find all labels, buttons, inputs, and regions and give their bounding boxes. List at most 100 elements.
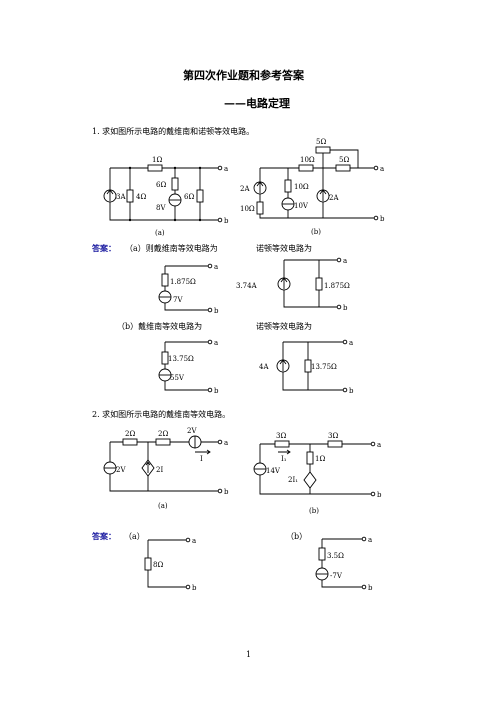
svg-text:5Ω: 5Ω xyxy=(316,138,326,146)
answer-1-label: 答案： xyxy=(92,243,116,253)
svg-text:b: b xyxy=(368,584,373,592)
resistor-3ohm-1 xyxy=(274,440,290,448)
resistor-2ohm-2 xyxy=(155,438,171,446)
q2-figure-b: 3Ω 3Ω I₁ 14V 1Ω 2I₁ a b (b) xyxy=(253,432,382,515)
svg-text:I₁: I₁ xyxy=(281,455,287,463)
svg-text:a: a xyxy=(224,439,228,447)
svg-text:2V: 2V xyxy=(187,427,197,435)
svg-text:3Ω: 3Ω xyxy=(328,432,338,440)
svg-text:10Ω: 10Ω xyxy=(300,156,315,164)
svg-text:10V: 10V xyxy=(294,202,309,210)
svg-text:a: a xyxy=(380,165,384,173)
resistor-2ohm-1 xyxy=(122,438,138,446)
svg-text:2I₁: 2I₁ xyxy=(288,476,298,484)
resistor-4ohm xyxy=(126,189,134,203)
svg-text:6Ω: 6Ω xyxy=(156,181,166,189)
svg-text:10Ω: 10Ω xyxy=(240,205,255,213)
svg-text:b: b xyxy=(380,215,385,223)
answer-1b-thevenin-circuit: 13.75Ω 55V a b xyxy=(158,339,219,395)
dependent-voltage-source-2i1 xyxy=(303,471,317,489)
resistor-13-75ohm xyxy=(304,359,312,373)
answer-1a-thevenin-circuit: 1.875Ω 7V a b xyxy=(158,263,219,315)
svg-text:b: b xyxy=(224,217,229,225)
resistor-3ohm-2 xyxy=(327,440,343,448)
svg-text:a: a xyxy=(343,257,347,265)
page-title: 第四次作业题和参考答案 xyxy=(183,69,304,82)
svg-text:13.75Ω: 13.75Ω xyxy=(311,363,337,371)
resistor-5ohm-top xyxy=(315,146,331,154)
svg-text:5Ω: 5Ω xyxy=(339,156,349,164)
svg-text:2I: 2I xyxy=(156,466,163,474)
svg-text:2Ω: 2Ω xyxy=(158,430,168,438)
q1-figure-b: 5Ω 10Ω 5Ω 2A 10Ω 10Ω 10V 2A a b (b) xyxy=(240,138,385,236)
svg-text:b: b xyxy=(214,387,219,395)
answer-1a-norton-text: 诺顿等效电路为 xyxy=(256,244,312,253)
answer-1b-thevenin-text: （b）戴维南等效电路为 xyxy=(117,322,203,331)
svg-text:14V: 14V xyxy=(266,467,281,475)
svg-text:b: b xyxy=(192,584,197,592)
svg-text:3.74A: 3.74A xyxy=(236,282,258,290)
svg-text:a: a xyxy=(214,339,218,347)
svg-text:I: I xyxy=(200,455,203,463)
svg-text:3Ω: 3Ω xyxy=(276,432,286,440)
svg-text:10Ω: 10Ω xyxy=(294,183,309,191)
svg-text:b: b xyxy=(214,307,219,315)
svg-text:3A: 3A xyxy=(116,193,126,201)
svg-text:2A: 2A xyxy=(329,194,339,202)
svg-text:a: a xyxy=(377,441,381,449)
svg-text:(a): (a) xyxy=(158,502,168,510)
page-number: 1 xyxy=(246,650,252,659)
svg-text:8V: 8V xyxy=(156,204,166,212)
answer-1b-norton-circuit: 4A 13.75Ω a b xyxy=(259,339,354,395)
resistor-10ohm-vert xyxy=(284,179,292,193)
answer-1a-norton-circuit: 3.74A 1.875Ω a b xyxy=(236,257,350,312)
svg-text:1.875Ω: 1.875Ω xyxy=(170,278,196,286)
svg-text:b: b xyxy=(349,387,354,395)
svg-text:b: b xyxy=(377,491,382,499)
svg-text:a: a xyxy=(224,165,228,173)
svg-text:1.875Ω: 1.875Ω xyxy=(324,282,350,290)
svg-text:(b): (b) xyxy=(311,228,321,236)
svg-text:(b): (b) xyxy=(309,507,319,515)
svg-text:1Ω: 1Ω xyxy=(315,455,325,463)
question-1-text: 1. 求如图所示电路的戴维南和诺顿等效电路。 xyxy=(92,127,255,136)
resistor-13-75ohm xyxy=(161,351,169,365)
resistor-1-875ohm xyxy=(161,273,169,287)
resistor-5ohm-mid xyxy=(335,164,351,172)
svg-text:2Ω: 2Ω xyxy=(125,430,135,438)
resistor-6ohm-mid xyxy=(171,177,179,191)
svg-text:a: a xyxy=(368,536,372,544)
resistor-1ohm xyxy=(306,451,314,465)
svg-text:a: a xyxy=(349,339,353,347)
svg-text:b: b xyxy=(343,304,348,312)
answer-2b-label: （b） xyxy=(286,532,308,541)
svg-text:55V: 55V xyxy=(170,374,185,382)
svg-text:a: a xyxy=(214,263,218,271)
svg-text:b: b xyxy=(224,488,229,496)
answer-2a-circuit: 8Ω a b xyxy=(144,537,197,592)
q1-figure-a: 1Ω 3A 4Ω 6Ω 8V 6Ω a b (a) xyxy=(103,156,229,237)
answer-2b-circuit: 3.5Ω -7V a b xyxy=(315,536,373,592)
svg-text:4Ω: 4Ω xyxy=(136,193,146,201)
svg-text:(a): (a) xyxy=(155,229,165,237)
svg-text:7V: 7V xyxy=(173,296,183,304)
svg-text:2V: 2V xyxy=(116,466,126,474)
answer-2-label: 答案： xyxy=(92,531,116,541)
resistor-3-5ohm xyxy=(318,547,326,561)
svg-text:1Ω: 1Ω xyxy=(152,156,162,164)
svg-text:6Ω: 6Ω xyxy=(184,193,194,201)
resistor-10ohm-mid xyxy=(298,164,314,172)
svg-text:2A: 2A xyxy=(240,185,250,193)
svg-text:3.5Ω: 3.5Ω xyxy=(327,552,344,560)
svg-text:-7V: -7V xyxy=(330,572,343,580)
q2-figure-a: 2Ω 2Ω 2V I 2V 2I a b (a) xyxy=(103,427,229,510)
svg-text:8Ω: 8Ω xyxy=(153,561,163,569)
answer-1b-norton-text: 诺顿等效电路为 xyxy=(256,322,312,331)
svg-text:a: a xyxy=(192,537,196,545)
answer-1a-thevenin-text: （a）则戴维南等效电路为 xyxy=(125,244,218,253)
resistor-1-875ohm xyxy=(315,277,323,291)
resistor-8ohm xyxy=(144,557,152,571)
svg-text:13.75Ω: 13.75Ω xyxy=(168,355,194,363)
resistor-10ohm-left xyxy=(256,201,264,215)
svg-text:4A: 4A xyxy=(259,363,269,371)
